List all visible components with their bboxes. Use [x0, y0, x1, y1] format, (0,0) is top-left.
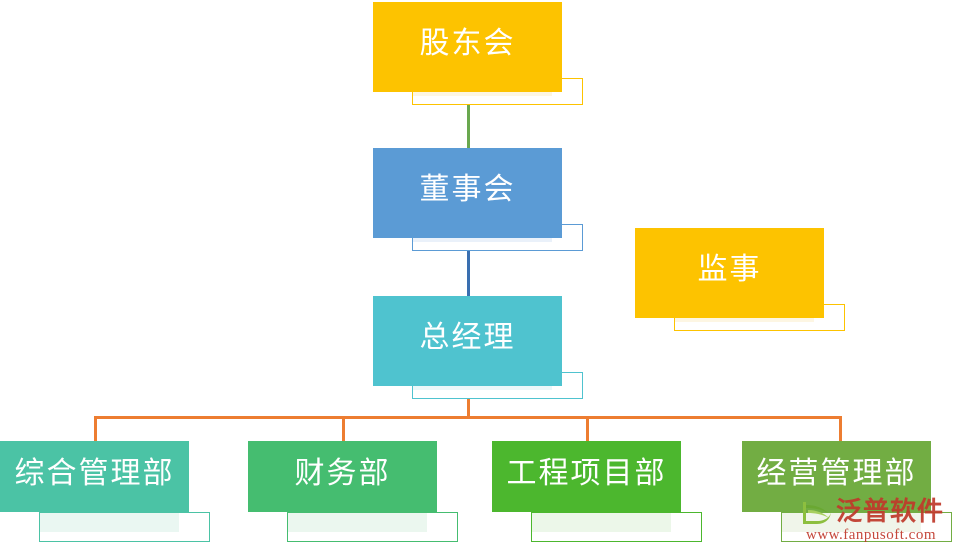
org-node-label-board: 董事会 [419, 173, 516, 206]
connector-drop-dept-admin [94, 416, 97, 442]
connector-shareholders-to-board [467, 92, 470, 149]
org-node-label-dept-project: 工程项目部 [506, 456, 667, 490]
org-node-plate-fill-dept-finance [288, 513, 427, 533]
org-node-plate-dept-admin[interactable] [39, 512, 210, 542]
connector-drop-dept-finance [342, 416, 345, 442]
org-node-block-supervisor[interactable]: 监事 [635, 228, 824, 318]
org-node-plate-dept-project[interactable] [531, 512, 702, 542]
org-node-label-dept-admin: 综合管理部 [14, 456, 175, 490]
org-node-plate-dept-finance[interactable] [287, 512, 458, 542]
org-node-label-dept-finance: 财务部 [294, 456, 391, 490]
org-node-block-board[interactable]: 董事会 [373, 148, 562, 238]
org-node-plate-dept-operation[interactable] [781, 512, 952, 542]
connector-board-to-gm [467, 238, 470, 297]
connector-gm-stem [467, 386, 470, 418]
org-node-label-gm: 总经理 [419, 321, 516, 354]
org-node-label-dept-operation: 经营管理部 [756, 456, 917, 490]
org-node-block-shareholders[interactable]: 股东会 [373, 2, 562, 92]
org-node-block-dept-operation[interactable]: 经营管理部 [742, 441, 931, 512]
org-node-block-gm[interactable]: 总经理 [373, 296, 562, 386]
org-node-plate-fill-dept-operation [782, 513, 921, 533]
org-node-block-dept-admin[interactable]: 综合管理部 [0, 441, 189, 512]
org-node-block-dept-project[interactable]: 工程项目部 [492, 441, 681, 512]
connector-drop-dept-project [586, 416, 589, 442]
org-node-label-shareholders: 股东会 [419, 27, 516, 60]
org-node-label-supervisor: 监事 [697, 253, 762, 286]
connector-drop-dept-operation [839, 416, 842, 442]
org-node-plate-fill-dept-project [532, 513, 671, 533]
org-node-block-dept-finance[interactable]: 财务部 [248, 441, 437, 512]
org-node-plate-fill-dept-admin [40, 513, 179, 533]
connector-departments-bus [94, 416, 842, 419]
